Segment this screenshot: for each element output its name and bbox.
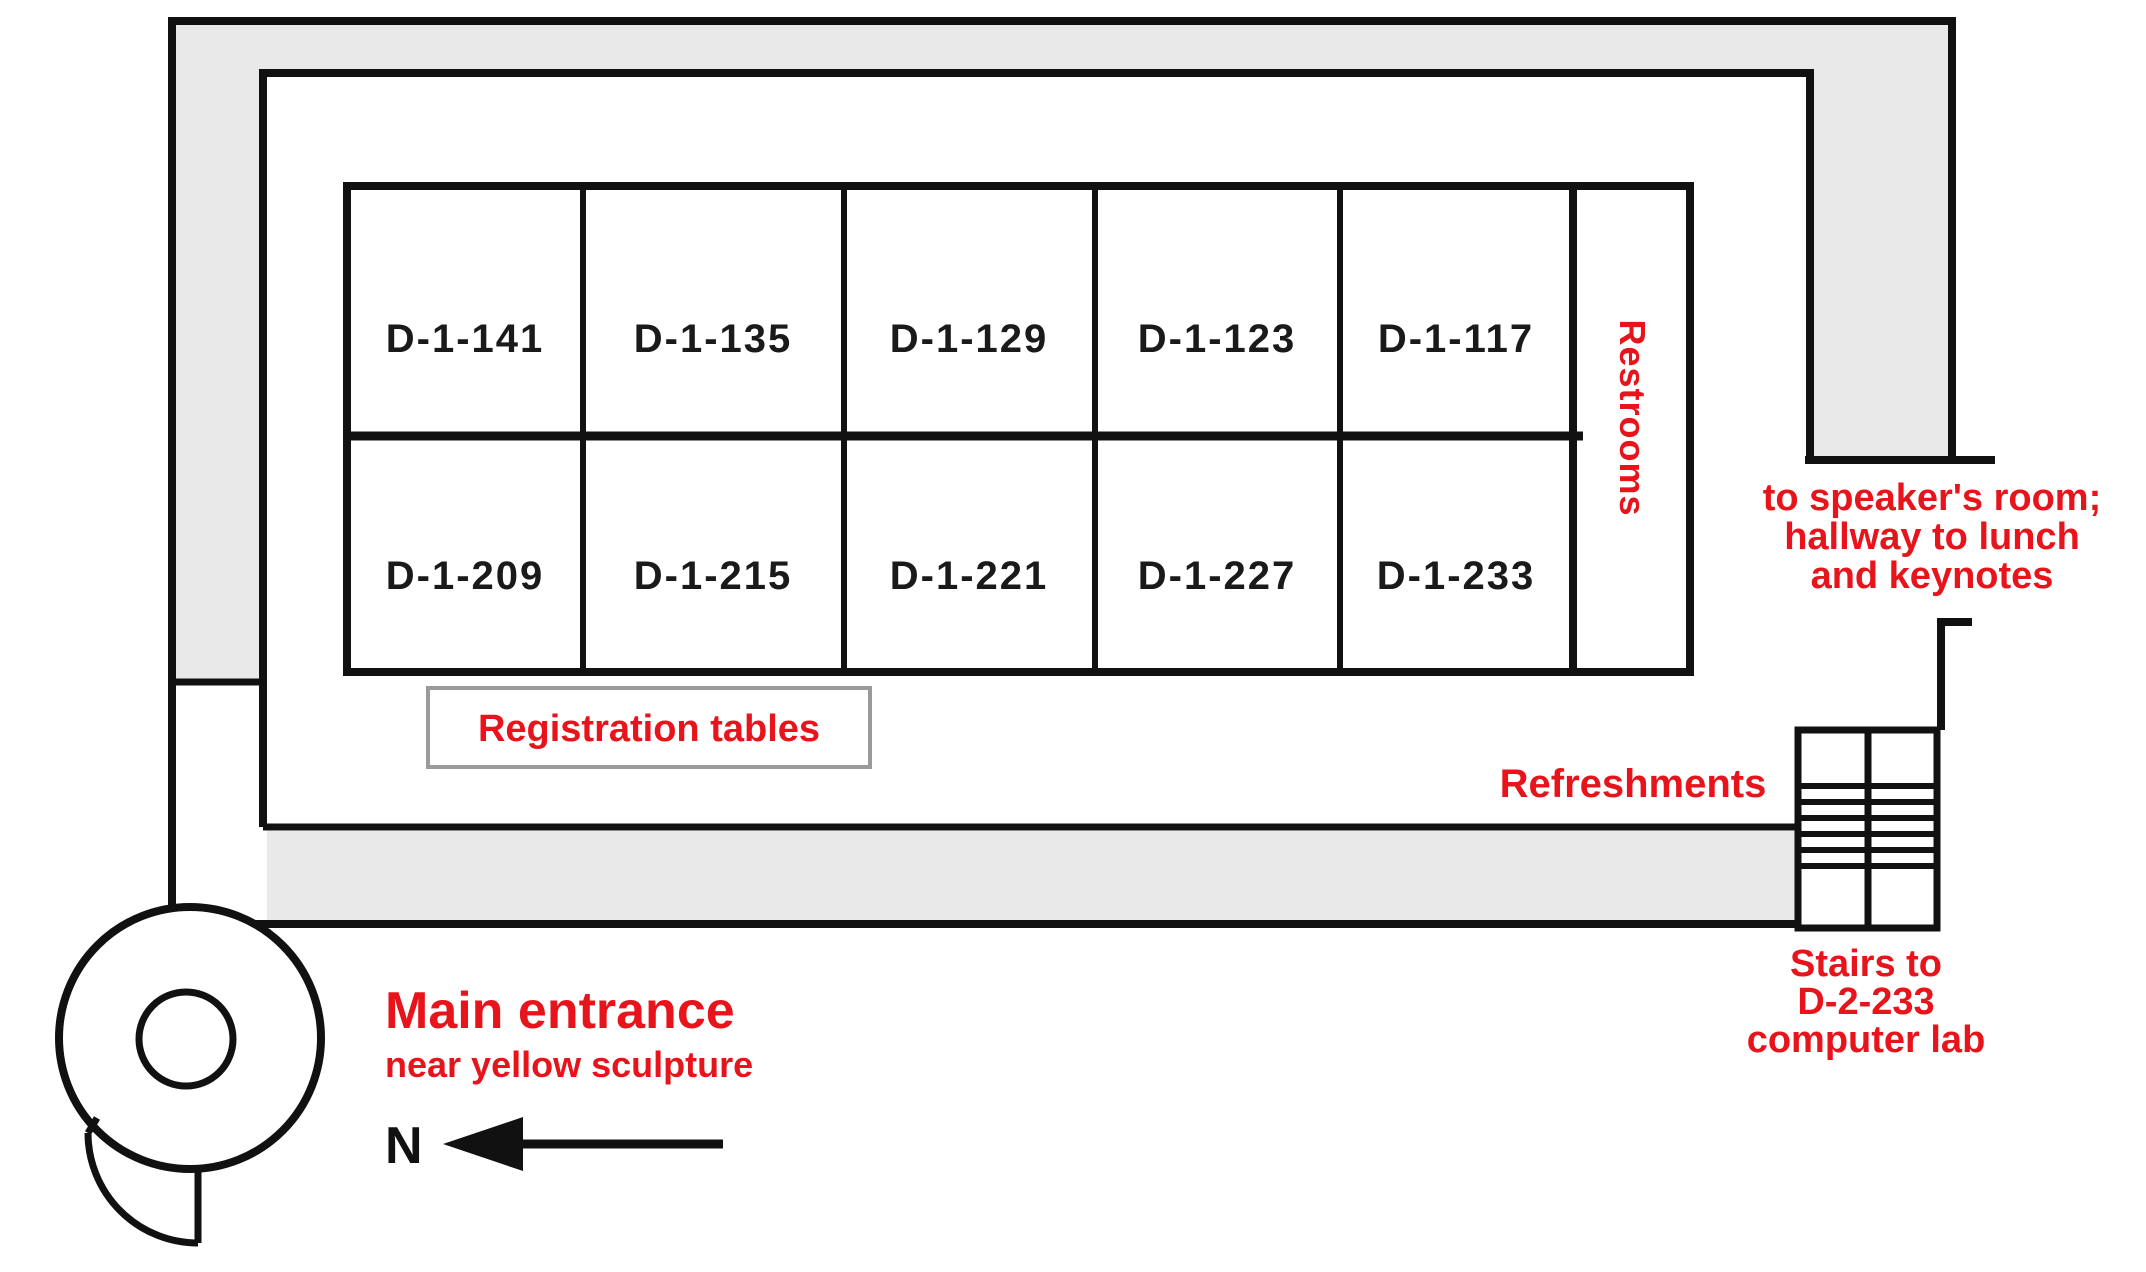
registration-label: Registration tables (478, 708, 820, 750)
room-label: D-1-129 (890, 317, 1049, 361)
stairs-note-line2: D-2-233 (1797, 981, 1934, 1023)
room-labels-row1: D-1-141 D-1-135 D-1-129 D-1-123 D-1-117 (386, 317, 1534, 361)
sculpture (55, 903, 325, 1247)
restrooms-label: Restrooms (1612, 319, 1653, 516)
room-labels-row2: D-1-209 D-1-215 D-1-221 D-1-227 D-1-233 (386, 554, 1536, 598)
hallway-top (176, 25, 1948, 69)
room-label: D-1-215 (634, 554, 793, 598)
north-label: N (385, 1117, 423, 1175)
speaker-note-line2: hallway to lunch (1784, 516, 2080, 558)
hallway-left (176, 25, 259, 682)
entrance-door-swing-arc (84, 1132, 199, 1247)
registration-box: Registration tables (426, 686, 872, 769)
stair-steps (1801, 783, 1934, 869)
north-arrow-head-icon (443, 1117, 523, 1171)
main-entrance-title: Main entrance (385, 982, 735, 1040)
north-indicator: N (385, 1117, 723, 1175)
annotations: to speaker's room; hallway to lunch and … (385, 477, 2101, 1085)
speaker-note-line1: to speaker's room; (1763, 477, 2101, 519)
outer-wall (168, 17, 1956, 908)
room-label: D-1-233 (1377, 554, 1536, 598)
entrance-door-leaf (84, 1116, 101, 1135)
room-label: D-1-221 (890, 554, 1049, 598)
room-label: D-1-227 (1138, 554, 1297, 598)
refreshments-label: Refreshments (1500, 762, 1767, 806)
registration-box-outline (426, 686, 872, 769)
hallway-bottom (267, 831, 1798, 920)
stairs-note-line3: computer lab (1747, 1019, 1986, 1061)
speaker-note-line3: and keynotes (1811, 555, 2054, 597)
room-label: D-1-123 (1138, 317, 1297, 361)
room-block-outline (343, 182, 1694, 676)
room-label: D-1-141 (386, 317, 545, 361)
sculpture-inner-circle (135, 988, 237, 1090)
hallway-right (1814, 25, 1948, 460)
inner-wall (259, 69, 1814, 827)
room-label: D-1-117 (1378, 317, 1534, 361)
main-entrance-subtitle: near yellow sculpture (385, 1044, 753, 1085)
hallway-fills (176, 25, 1948, 920)
walls (168, 17, 1995, 928)
stairs (1794, 726, 1941, 932)
stairs-note-line1: Stairs to (1790, 943, 1942, 985)
room-label: D-1-135 (634, 317, 793, 361)
room-label: D-1-209 (386, 554, 545, 598)
stairwell-entry-wall (1937, 618, 1972, 730)
room-block (343, 182, 1694, 676)
